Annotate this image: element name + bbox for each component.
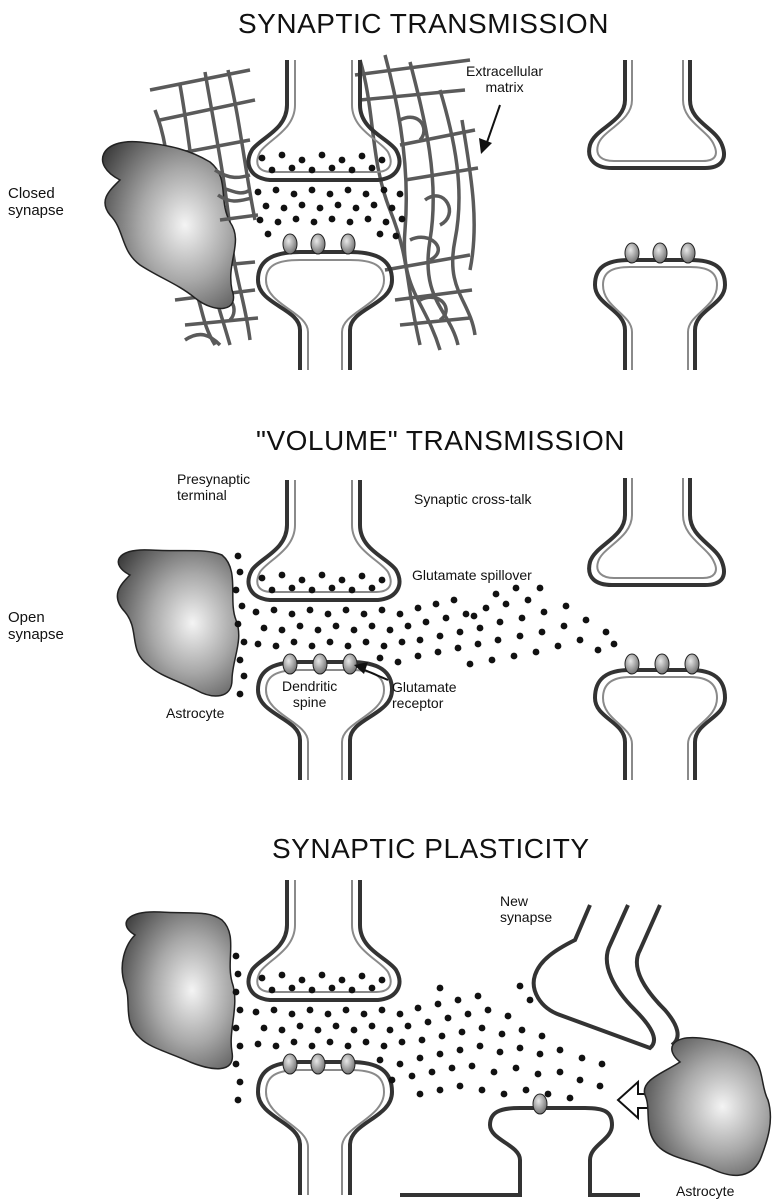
presynaptic-terminal (589, 478, 724, 585)
glutamate-molecules (255, 152, 406, 240)
panel-synaptic-plasticity (122, 880, 770, 1195)
astrocyte-label: Astrocyte (166, 706, 224, 722)
side-label: Open synapse (8, 610, 64, 644)
presynaptic-terminal (589, 60, 724, 168)
glutamate-molecules (233, 953, 606, 1104)
panel-title: SYNAPTIC TRANSMISSION (238, 8, 609, 39)
presynaptic-terminal (249, 480, 400, 600)
panel-synaptic-transmission (103, 55, 725, 370)
presynaptic-terminal (249, 880, 400, 1000)
new-synapse-label: New synapse (500, 894, 552, 925)
glutamate-receptor (283, 234, 355, 254)
presynaptic-terminal-label: Presynaptic terminal (177, 472, 250, 503)
astrocyte (117, 550, 238, 696)
new-synapse-spine (400, 1108, 640, 1195)
dendritic-spine (258, 1062, 392, 1195)
panel-title: "VOLUME" TRANSMISSION (256, 425, 625, 456)
new-synapse-terminal (534, 905, 654, 1048)
panel-volume-transmission (117, 478, 725, 780)
dendritic-spine (595, 260, 725, 370)
astrocyte-label: Astrocyte (676, 1184, 734, 1200)
glutamate-receptor-label: Glutamate receptor (392, 680, 457, 711)
ecm-label: Extracellular matrix (466, 64, 543, 95)
side-label: Closed synapse (8, 186, 64, 220)
astrocyte (103, 142, 236, 309)
matrix-pointer-arrow (479, 105, 500, 154)
dendritic-spine (258, 252, 392, 370)
glutamate-spillover-label: Glutamate spillover (412, 568, 532, 584)
panel-title: SYNAPTIC PLASTICITY (272, 833, 590, 864)
synaptic-crosstalk-label: Synaptic cross-talk (414, 492, 531, 508)
astrocyte (122, 912, 235, 1069)
astrocyte (644, 1038, 770, 1176)
dendritic-spine-label: Dendritic spine (282, 679, 337, 710)
dendritic-spine (595, 670, 725, 780)
